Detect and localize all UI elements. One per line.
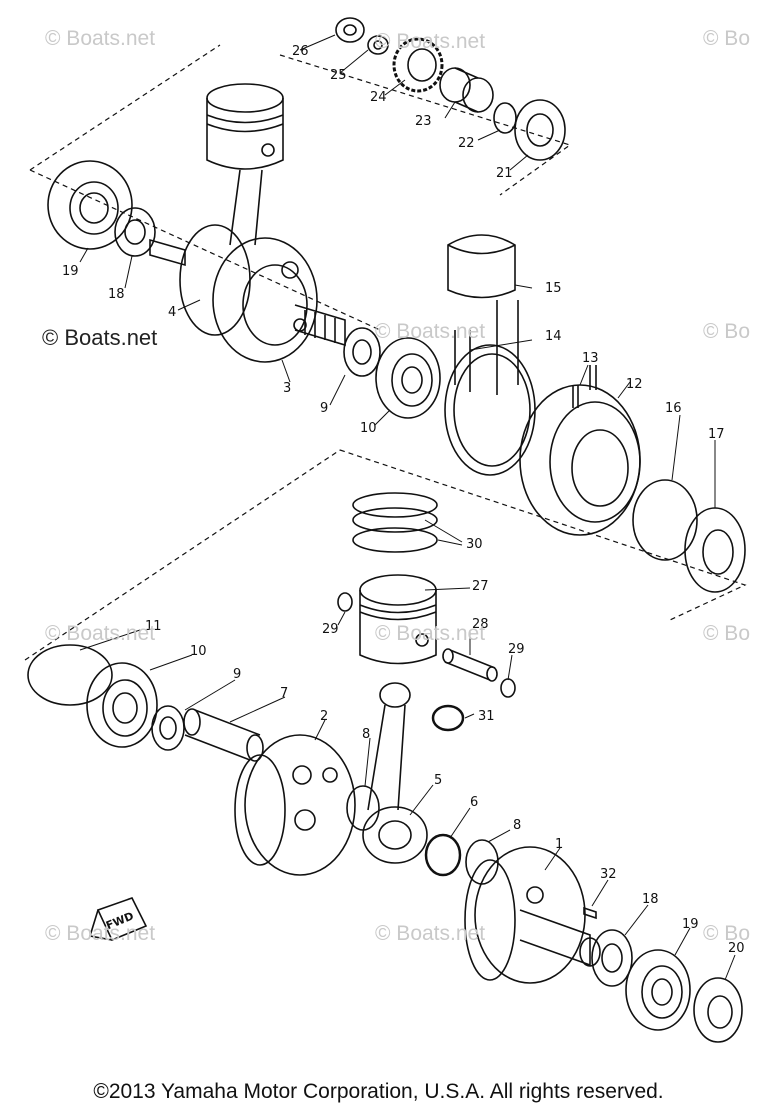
callout-23: 23	[415, 114, 432, 129]
part-28-wrist-pin	[442, 648, 498, 682]
watermark: © Boats.net	[45, 27, 155, 50]
callout-11: 11	[145, 619, 162, 634]
part-10-bearing-lower	[86, 662, 158, 748]
callout-5: 5	[434, 773, 442, 788]
callout-30: 30	[466, 537, 483, 552]
fwd-arrow-icon: FWD	[88, 897, 148, 942]
part-12-housing	[519, 384, 641, 536]
upper-piston	[206, 83, 284, 246]
part-9-shim-upper	[343, 327, 381, 377]
leader-lines	[79, 34, 736, 981]
callout-18a: 18	[108, 287, 125, 302]
callout-10b: 10	[190, 644, 207, 659]
callout-20: 20	[728, 941, 745, 956]
callout-19b: 19	[682, 917, 699, 932]
callout-1: 1	[555, 837, 563, 852]
callout-17: 17	[708, 427, 725, 442]
watermarks: © Boats.net © Boats.net © Bo © Boats.net…	[42, 27, 750, 945]
watermark-dark: © Boats.net	[42, 325, 157, 350]
callout-24: 24	[370, 90, 387, 105]
part-31-needle-bearing	[431, 704, 465, 732]
callout-22: 22	[458, 136, 475, 151]
callout-6: 6	[470, 795, 478, 810]
callout-28: 28	[472, 617, 489, 632]
watermark: © Bo	[703, 922, 750, 945]
callout-27: 27	[472, 579, 489, 594]
part-19-bearing-lower	[625, 949, 691, 1031]
callout-8b: 8	[513, 818, 521, 833]
callout-15: 15	[545, 281, 562, 296]
dashed-guide-lines	[24, 44, 747, 661]
part-10-bearing-upper	[375, 337, 441, 419]
callout-19a: 19	[62, 264, 79, 279]
callout-13: 13	[582, 351, 599, 366]
part-25-washer	[367, 35, 389, 55]
callout-numbers: 1 2 3 4 5 6 7 8 8 9 9 10 10 11 12 13 14 …	[62, 44, 745, 956]
part-17-seal	[684, 507, 746, 593]
part-30-piston-rings	[352, 492, 438, 553]
part-24-gear	[392, 37, 444, 93]
part-23-sleeve	[439, 67, 494, 113]
copyright-notice: ©2013 Yamaha Motor Corporation, U.S.A. A…	[93, 1080, 664, 1103]
part-11-circlip	[27, 644, 113, 706]
part-6-needle-bearing	[424, 833, 462, 877]
part-20-seal	[693, 977, 743, 1043]
callout-21: 21	[496, 166, 513, 181]
part-32-key	[583, 906, 597, 920]
part-26-nut	[335, 17, 365, 43]
part-18-shim-lower	[591, 929, 633, 987]
callout-26: 26	[292, 44, 309, 59]
callout-14: 14	[545, 329, 562, 344]
callout-31: 31	[478, 709, 495, 724]
callout-18b: 18	[642, 892, 659, 907]
watermark: © Boats.net	[375, 30, 485, 53]
callout-29b: 29	[508, 642, 525, 657]
callout-2: 2	[320, 709, 328, 724]
callout-29a: 29	[322, 622, 339, 637]
watermark: © Bo	[703, 27, 750, 50]
exploded-parts-diagram: FWD 1 2 3 4 5 6 7 8 8 9 9 10 10 11 12 13…	[24, 17, 750, 1043]
callout-12: 12	[626, 377, 643, 392]
part-7-crank-pin	[183, 708, 264, 762]
watermark: © Bo	[703, 320, 750, 343]
part-14-ring-large	[444, 344, 536, 476]
crankshaft-upper	[149, 224, 346, 363]
part-22-oring	[493, 102, 517, 134]
callout-25: 25	[330, 68, 347, 83]
part-1-crank-half	[464, 846, 601, 984]
callout-7: 7	[280, 686, 288, 701]
part-16-circlip	[632, 479, 698, 561]
callout-10a: 10	[360, 421, 377, 436]
callout-8a: 8	[362, 727, 370, 742]
watermark: © Boats.net	[375, 622, 485, 645]
part-27-piston	[359, 574, 437, 665]
watermark: © Boats.net	[375, 320, 485, 343]
part-19-bearing-upper	[47, 160, 133, 250]
callout-4: 4	[168, 305, 176, 320]
callout-16: 16	[665, 401, 682, 416]
watermark: © Boats.net	[45, 922, 155, 945]
part-15-block	[447, 234, 516, 299]
part-21-oil-seal	[514, 99, 566, 161]
callout-9b: 9	[233, 667, 241, 682]
callout-3: 3	[283, 381, 291, 396]
callout-9a: 9	[320, 401, 328, 416]
callout-32: 32	[600, 867, 617, 882]
watermark: © Boats.net	[45, 622, 155, 645]
part-2-crank-half	[234, 734, 356, 876]
part-18-shim-upper	[114, 207, 156, 257]
watermark: © Bo	[703, 622, 750, 645]
watermark: © Boats.net	[375, 922, 485, 945]
part-5-con-rod	[362, 682, 428, 864]
part-14-studs	[454, 300, 519, 395]
part-9-shim-lower	[151, 705, 185, 751]
part-13-pins	[572, 365, 597, 408]
